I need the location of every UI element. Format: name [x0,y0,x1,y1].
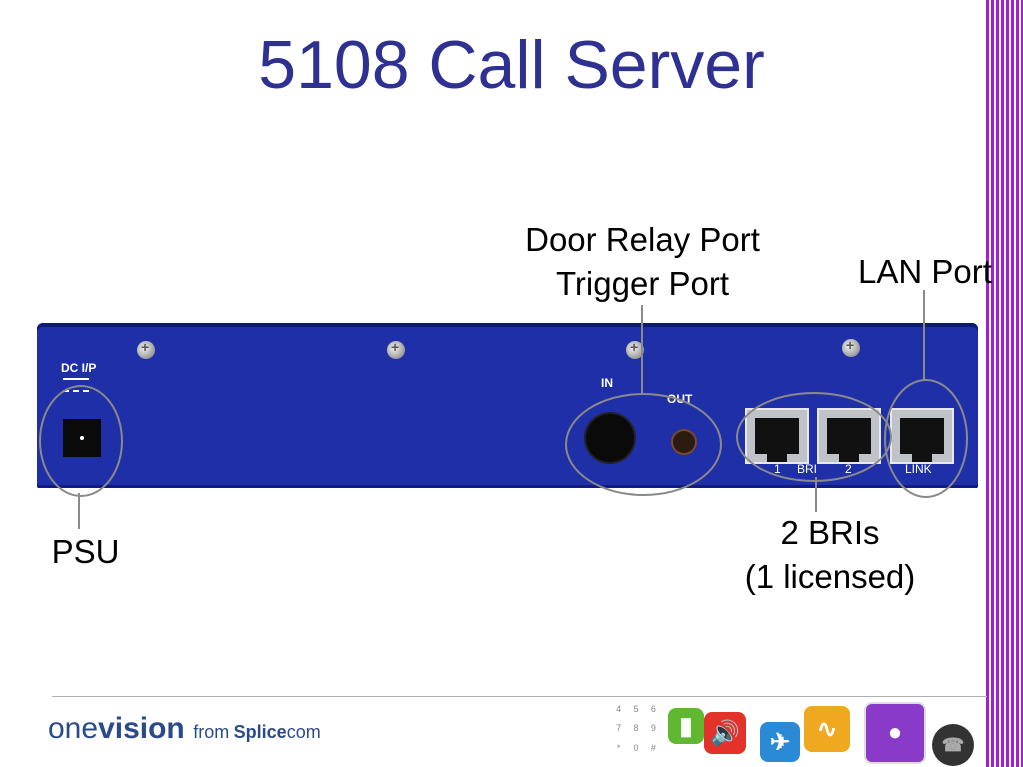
bris-line1: 2 BRIs [720,511,940,555]
keypad-key: 8 [627,721,644,740]
door-relay-callout-line [641,305,643,394]
in-label: IN [601,376,613,390]
keypad-key: * [610,741,627,760]
keypad-key: # [645,741,662,760]
keypad-key: 0 [627,741,644,760]
keypad-key: 7 [610,721,627,740]
lan-callout-line [923,290,925,380]
door-relay-line1: Door Relay Port [495,218,790,262]
decorative-stripes [986,0,1023,767]
headset-icon: ● [864,702,926,764]
psu-label: PSU [38,530,133,574]
keypad-key: 6 [645,702,662,721]
screw-icon [137,341,155,359]
footer-divider [52,696,987,697]
dc-label: DC I/P [61,361,96,375]
bris-line2: (1 licensed) [720,555,940,599]
door-relay-line2: Trigger Port [495,262,790,306]
slide-title: 5108 Call Server [0,26,1023,104]
plane-icon: ✈ [760,722,800,762]
dial-icon: ☎ [932,724,974,766]
lan-port-label: LAN Port [845,250,1005,294]
bris-callout-ring [736,392,892,482]
psu-callout-line [78,493,80,529]
screw-icon [842,339,860,357]
bris-callout-line [815,477,817,512]
psu-callout-ring [39,385,123,497]
speaker-icon: 🔊 [704,712,746,754]
keypad-key: 5 [627,702,644,721]
pulse-icon: ∿ [804,706,850,752]
chart-icon: ▮ [668,708,704,744]
keypad-key: 9 [645,721,662,740]
door-relay-callout-ring [565,393,722,496]
screw-icon [387,341,405,359]
lan-callout-ring [884,379,968,498]
keypad-key: 4 [610,702,627,721]
door-relay-label: Door Relay Port Trigger Port [495,218,790,306]
bris-label: 2 BRIs (1 licensed) [720,511,940,599]
onevision-logo: onevision from Splicecom [48,712,321,746]
